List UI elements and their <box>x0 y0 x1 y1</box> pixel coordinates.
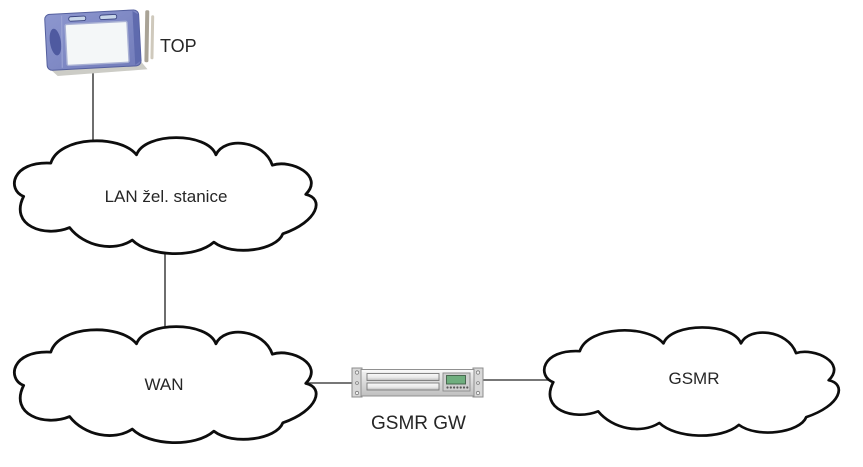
gsmr-gw-device <box>351 367 484 398</box>
top-device-label: TOP <box>160 36 197 56</box>
top-device-screen <box>64 20 130 67</box>
gsmr-gw-screw-holes <box>354 370 481 396</box>
top-device-slot-left <box>68 15 87 22</box>
top-device-speaker-oval <box>49 28 62 56</box>
gsmr-gw-drive-slot-1 <box>366 373 440 381</box>
gsmr-gw-lcd-screen <box>446 375 466 385</box>
gsmr-gw-drive-slot-2 <box>366 382 440 391</box>
top-device-slot-right <box>99 13 118 21</box>
wan-cloud-label: WAN <box>144 375 183 394</box>
top-device-handset <box>144 10 155 63</box>
top-device-edge <box>132 10 142 65</box>
lan-cloud-label: LAN žel. stanice <box>105 187 228 206</box>
gsmr-gw-buttons <box>446 386 469 389</box>
gsmr-gw-label: GSMR GW <box>371 413 466 434</box>
gsmr-cloud-label: GSMR <box>669 369 720 388</box>
top-device-ridge <box>60 15 63 68</box>
top-device <box>44 9 155 76</box>
